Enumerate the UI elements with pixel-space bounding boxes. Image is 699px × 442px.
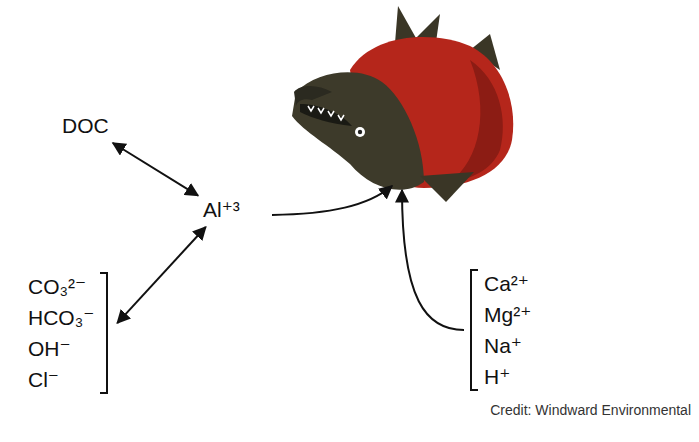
bracket: [468, 268, 480, 392]
equilibrium-arrow: [117, 227, 205, 323]
ion-formula: CO₃²⁻: [28, 271, 94, 302]
fish-eye: [355, 127, 365, 137]
uptake-arrow: [272, 186, 392, 215]
ion-label: Al⁺³: [203, 198, 240, 222]
ion-formula: Na⁺: [484, 330, 531, 361]
bracket-line: [471, 270, 478, 390]
cation-group: Ca²⁺Mg²⁺Na⁺H⁺: [468, 268, 531, 392]
credit-note: Credit: Windward Environmental: [490, 402, 691, 418]
competition-arrow: [402, 190, 464, 330]
bracket-line: [100, 273, 107, 393]
fish-head: [292, 72, 424, 190]
fish-pupil: [358, 130, 362, 134]
ion-formula: Mg²⁺: [484, 299, 531, 330]
ion-formula: H⁺: [484, 361, 531, 392]
ion-formula: OH⁻: [28, 333, 94, 364]
ion-formula: HCO₃⁻: [28, 302, 94, 333]
teeth: [308, 106, 344, 120]
bracket: [98, 271, 110, 395]
mouth: [300, 104, 352, 126]
equilibrium-arrow: [113, 143, 198, 196]
ion-formula: Ca²⁺: [484, 268, 531, 299]
formula-label: Al⁺³: [203, 198, 240, 222]
anion-group: CO₃²⁻HCO₃⁻OH⁻Cl⁻: [28, 271, 112, 395]
upper-jaw: [294, 86, 332, 106]
ligand-label: DOC: [62, 114, 109, 138]
formula-label: DOC: [62, 114, 109, 138]
pectoral-fin: [420, 172, 474, 202]
body-shade: [450, 60, 503, 182]
ion-formula: Cl⁻: [28, 364, 94, 395]
